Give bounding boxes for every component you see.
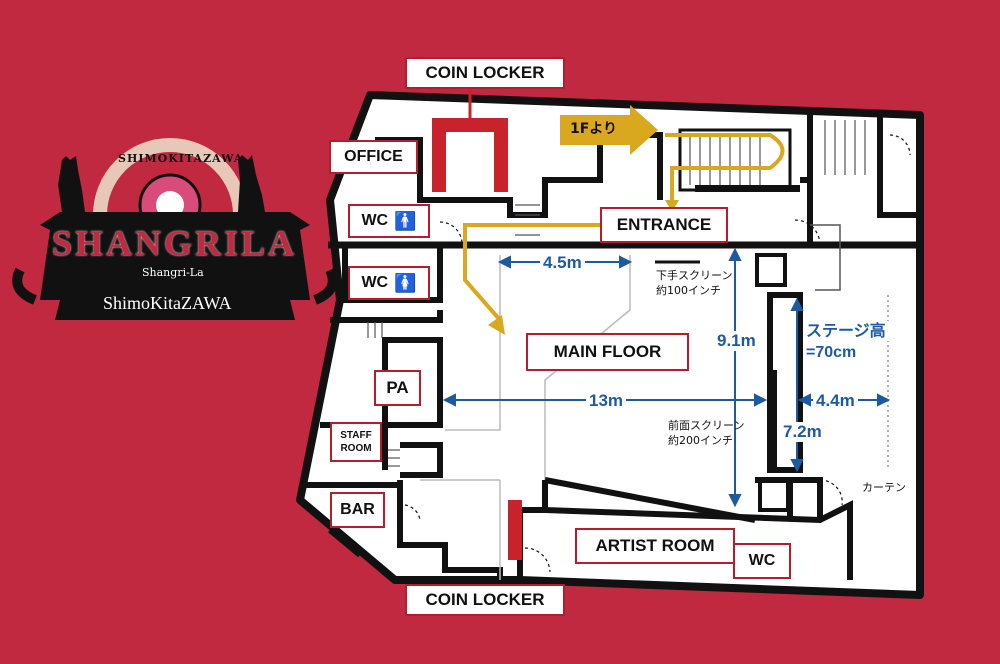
- spiral-stair: [810, 224, 841, 291]
- coin-locker-bottom-label: COIN LOCKER: [405, 584, 565, 616]
- cat-silhouette-left: [58, 156, 85, 212]
- bar-label: BAR: [330, 492, 385, 528]
- wc-men-label: WC 🚹: [348, 204, 430, 238]
- entrance-label: ENTRANCE: [600, 207, 728, 243]
- logo-location: ShimoKitaZAWA: [103, 293, 232, 313]
- logo-arch-text: SHIMOKITAZAWA: [118, 152, 244, 165]
- door-swings: [404, 134, 911, 573]
- main-floor-label: MAIN FLOOR: [526, 333, 689, 371]
- front-screen-note-line2: 約200インチ: [668, 434, 733, 447]
- staff-room-label: STAFF ROOM: [330, 422, 382, 462]
- stage: [655, 253, 889, 512]
- coin-locker-top-label: COIN LOCKER: [405, 57, 565, 89]
- route-arrowhead-1: [665, 200, 679, 212]
- curtain-note: カーテン: [862, 481, 906, 494]
- pa-label: PA: [374, 370, 421, 406]
- cat-silhouette-right: [238, 155, 265, 212]
- logo-wordmark: SHANGRILA: [52, 223, 298, 263]
- stair-wall: [695, 185, 800, 192]
- wc-men-text: WC: [361, 212, 389, 229]
- from-1f-arrow: [560, 105, 658, 155]
- woman-icon: 🚺: [394, 272, 417, 293]
- logo-graphic: [12, 138, 338, 320]
- dim-stage-width: 7.2m: [780, 422, 825, 442]
- side-screen-note-line2: 約100インチ: [656, 284, 721, 297]
- dim-entrance-width: 4.5m: [540, 253, 585, 273]
- artist-room-label: ARTIST ROOM: [575, 528, 735, 564]
- dim-depth: 9.1m: [714, 331, 759, 351]
- dim-length: 13m: [586, 391, 627, 411]
- logo-tagline: Shangri-La: [142, 266, 204, 279]
- front-screen-note-line1: 前面スクリーン: [668, 419, 745, 432]
- stage-height-value: =70cm: [803, 343, 860, 363]
- stage-height-title: ステージ高: [803, 321, 889, 341]
- man-icon: 🚹: [394, 210, 417, 231]
- wc-women-text: WC: [361, 274, 389, 291]
- left-stairs: [367, 322, 400, 467]
- side-screen-note-line1: 下手スクリーン: [656, 269, 733, 282]
- office-label: OFFICE: [329, 140, 418, 174]
- wc-women-label: WC 🚺: [348, 266, 430, 300]
- route-arrowhead-2: [488, 315, 505, 335]
- from-1f-label: 1Fより: [570, 121, 618, 137]
- wc-artist-label: WC: [733, 543, 791, 579]
- coin-locker-bottom-unit: [508, 500, 522, 560]
- entrance-route: [463, 133, 785, 322]
- dim-stage-depth: 4.4m: [813, 391, 858, 411]
- coin-locker-top-unit: [432, 118, 508, 192]
